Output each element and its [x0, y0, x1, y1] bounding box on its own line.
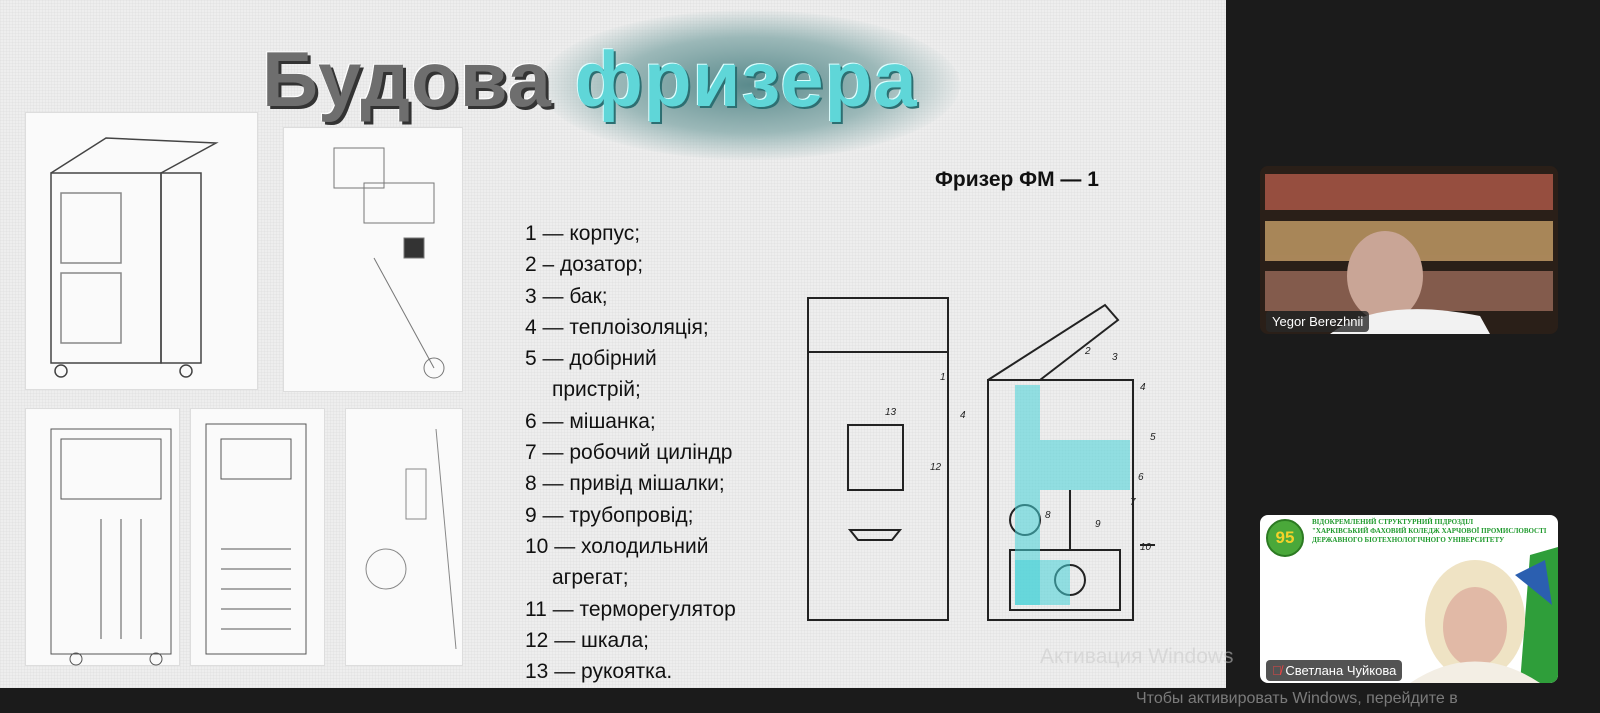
list-item: пристрій;: [552, 378, 641, 402]
banner-line: "ХАРКІВСЬКИЙ ФАХОВИЙ КОЛЕДЖ ХАРЧОВОЇ ПРО…: [1312, 527, 1547, 535]
list-item: 11 — терморегулятор: [525, 597, 736, 621]
list-item: 3 — бак;: [525, 284, 608, 308]
banner-line: ДЕРЖАВНОГО БІОТЕХНОЛОГІЧНОГО УНІВЕРСИТЕТ…: [1312, 536, 1505, 544]
list-item: 2 – дозатор;: [525, 253, 644, 277]
front-view-image: [190, 408, 325, 666]
list-item: 4 — теплоізоляція;: [525, 315, 709, 339]
parts-list: 1 — корпус; 2 – дозатор; 3 — бак; 4 — те…: [525, 218, 736, 687]
windows-activation-title: Активация Windows: [1040, 645, 1234, 668]
participant-video-svetlana[interactable]: 95 ВІДОКРЕМЛЕНИЙ СТРУКТУРНИЙ ПІДРОЗДІЛ "…: [1260, 515, 1558, 683]
diagram-label: 12: [930, 462, 942, 473]
list-item: 8 — привід мішалки;: [525, 472, 725, 496]
diagram-label: 13: [885, 407, 897, 418]
list-item: 1 — корпус;: [525, 222, 641, 245]
title-glow: [540, 10, 960, 160]
parts-image: [345, 408, 463, 666]
shared-slide: Будова фризера Фризер ФМ — 1 1 — корпус;…: [0, 0, 1226, 688]
windows-activation-text: Чтобы активировать Windows, перейдите в: [1136, 690, 1458, 707]
mic-muted-icon: 🎙̸: [1272, 663, 1286, 678]
title-part2: фризера: [574, 35, 918, 123]
cross-section-image: [25, 408, 180, 666]
list-item: 13 — рукоятка.: [525, 660, 673, 684]
list-item: агрегат;: [552, 566, 629, 590]
freezer-photo: [25, 112, 258, 390]
diagram-label: 1: [940, 372, 946, 383]
diagram-label: 4: [1140, 382, 1146, 393]
diagram-label: 5: [1150, 432, 1156, 443]
diagram-label: 7: [1130, 497, 1136, 508]
list-item: 5 — добірний: [525, 347, 657, 371]
participant-video-yegor[interactable]: Yegor Berezhnii: [1260, 166, 1558, 334]
participant-name: Светлана Чуйкова: [1285, 663, 1397, 678]
diagram-label: 2: [1084, 346, 1091, 357]
list-item: 10 — холодильний: [525, 534, 709, 558]
diagram-label: 6: [1138, 472, 1144, 483]
participant-name: Yegor Berezhnii: [1266, 311, 1370, 332]
diagram-label: 3: [1112, 352, 1118, 363]
title-part1: Будова: [262, 35, 575, 123]
participant-name-label: 🎙̸ Светлана Чуйкова: [1266, 660, 1403, 681]
college-logo: 95: [1266, 519, 1304, 557]
slide-title: Будова фризера: [262, 34, 918, 125]
bookshelf-video: [1260, 166, 1558, 334]
diagram-label: 4: [960, 410, 966, 421]
college-banner: ВІДОКРЕМЛЕНИЙ СТРУКТУРНИЙ ПІДРОЗДІЛ "ХАР…: [1312, 518, 1547, 545]
diagram-label: 8: [1045, 510, 1051, 521]
banner-line: ВІДОКРЕМЛЕНИЙ СТРУКТУРНИЙ ПІДРОЗДІЛ: [1312, 518, 1474, 526]
person-video: [1410, 547, 1558, 683]
exploded-view-image: [283, 127, 463, 392]
slide-subtitle: Фризер ФМ — 1: [935, 168, 1099, 191]
diagram-label: 10: [1140, 542, 1152, 553]
list-item: 12 — шкала;: [525, 628, 649, 652]
freezer-diagram: 1 2 3 4 5 6 7 8 9 10 12 13 4: [807, 297, 1156, 621]
list-item: 7 — робочий циліндр: [525, 441, 733, 465]
list-item: 6 — мішанка;: [525, 409, 656, 433]
diagram-label: 9: [1095, 519, 1101, 530]
list-item: 9 — трубопровід;: [525, 503, 694, 527]
